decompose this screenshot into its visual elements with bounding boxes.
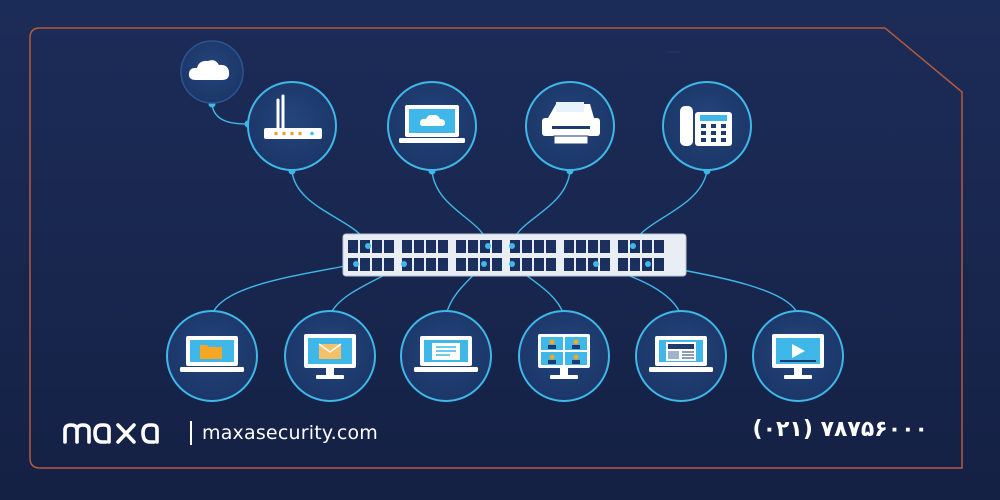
switch-port xyxy=(480,240,490,253)
switch-port xyxy=(384,258,394,271)
printer-icon xyxy=(525,81,615,171)
switch-port xyxy=(468,258,478,271)
ip-phone-icon xyxy=(662,81,752,171)
switch-port xyxy=(492,258,502,271)
switch-port xyxy=(456,258,466,271)
switch-port xyxy=(348,240,358,253)
switch-port xyxy=(468,240,478,253)
document-laptop-icon xyxy=(400,310,492,402)
video-conference-icon xyxy=(518,310,610,402)
maxa-logo-mark xyxy=(63,423,159,444)
maxa-logo: maxa xyxy=(62,420,180,446)
switch-port xyxy=(510,240,520,253)
router-icon xyxy=(247,81,337,171)
switch-port xyxy=(576,240,586,253)
switch-port xyxy=(438,240,448,253)
switch-port xyxy=(348,258,358,271)
switch-port xyxy=(372,258,382,271)
switch-port xyxy=(360,240,370,253)
switch-port xyxy=(588,258,598,271)
switch-port xyxy=(414,240,424,253)
switch-port xyxy=(618,258,628,271)
switch-port xyxy=(654,240,664,253)
frame-border xyxy=(29,27,963,469)
switch-port xyxy=(492,240,502,253)
switch-port xyxy=(456,240,466,253)
folder-laptop-icon xyxy=(166,310,258,402)
switch-port xyxy=(522,240,532,253)
switch-port xyxy=(546,240,556,253)
switch-port xyxy=(402,240,412,253)
switch-port xyxy=(588,240,598,253)
website-link[interactable]: maxasecurity.com xyxy=(202,422,379,444)
switch-port xyxy=(654,258,664,271)
switch-port xyxy=(546,258,556,271)
switch-port xyxy=(426,240,436,253)
switch-port xyxy=(600,258,610,271)
switch-port xyxy=(426,258,436,271)
cloud-icon xyxy=(180,40,244,104)
switch-port xyxy=(576,258,586,271)
switch-port xyxy=(534,258,544,271)
switch-port xyxy=(372,240,382,253)
switch-port xyxy=(438,258,448,271)
switch-port xyxy=(564,258,574,271)
switch-port xyxy=(522,258,532,271)
video-player-icon xyxy=(752,310,844,402)
cloud-laptop-icon xyxy=(387,81,477,171)
network-switch-icon xyxy=(342,233,687,277)
switch-port xyxy=(630,258,640,271)
switch-port xyxy=(384,240,394,253)
brand-divider xyxy=(190,421,192,445)
switch-port xyxy=(360,258,370,271)
switch-port xyxy=(600,240,610,253)
switch-port xyxy=(534,240,544,253)
phone-number: (۰۲۱) ۷۸۷۵۶۰۰۰ xyxy=(752,417,928,442)
email-monitor-icon xyxy=(284,310,376,402)
switch-port xyxy=(642,240,652,253)
switch-port xyxy=(402,258,412,271)
switch-port xyxy=(510,258,520,271)
switch-port xyxy=(564,240,574,253)
news-laptop-icon xyxy=(635,51,727,402)
brand-footer: maxa maxasecurity.com xyxy=(62,418,378,448)
switch-port xyxy=(414,258,424,271)
switch-port xyxy=(618,240,628,253)
